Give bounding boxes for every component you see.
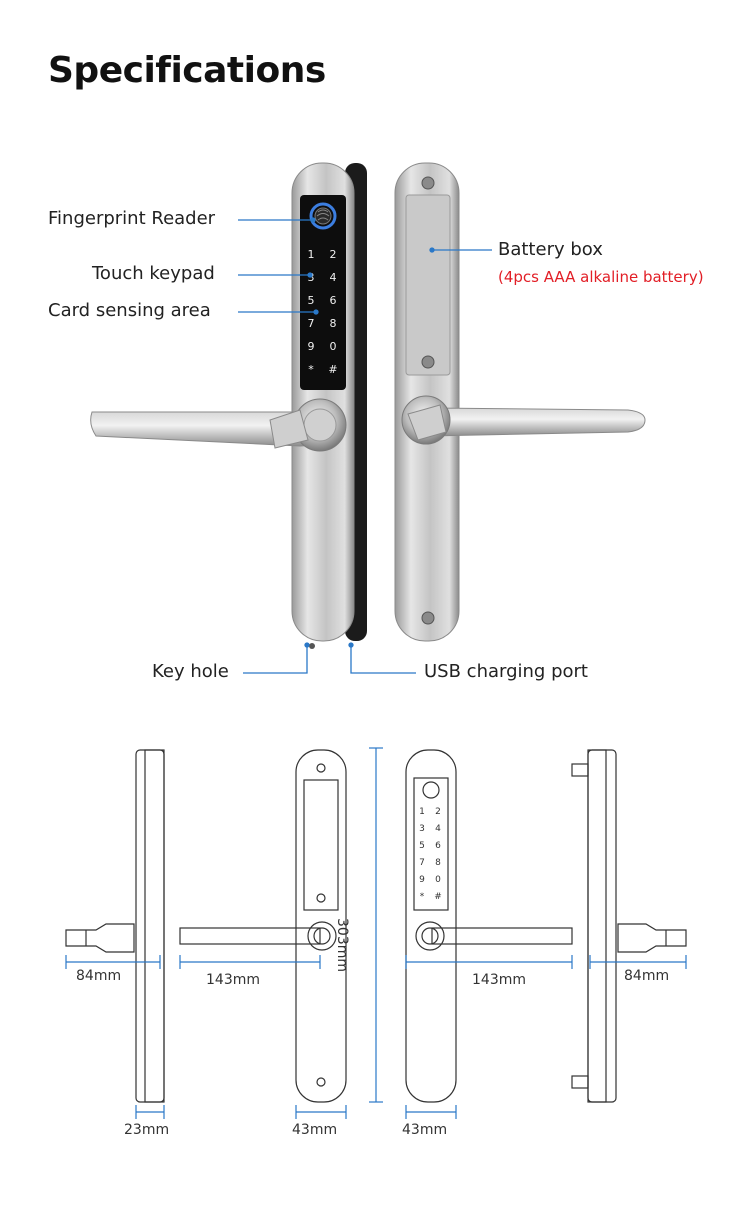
battery-box-label: Battery box <box>498 239 603 260</box>
keypad-key: 5 <box>308 294 315 307</box>
touch-keypad-label: Touch keypad <box>92 263 215 284</box>
handle-right-dimension: 143mm <box>472 972 526 988</box>
keypad-key: # <box>328 363 337 376</box>
keypad-key: 5 <box>419 841 425 851</box>
keypad-key: 9 <box>419 875 425 885</box>
width-front-dimension: 43mm <box>402 1122 448 1138</box>
keypad-key: 8 <box>435 858 441 868</box>
handle-left-dimension: 143mm <box>206 972 260 988</box>
keypad-key: 1 <box>308 248 315 261</box>
card-sensing-label: Card sensing area <box>48 300 211 321</box>
keypad-key: 7 <box>419 858 425 868</box>
keypad-key: 4 <box>330 271 337 284</box>
keypad-key: 2 <box>330 248 337 261</box>
keypad-key: * <box>420 892 425 902</box>
front-keypad-keys: 1 2 3 4 5 6 7 8 9 0 * # <box>308 248 338 376</box>
page-title: Specifications <box>48 50 326 91</box>
usb-port-label: USB charging port <box>424 661 588 682</box>
width-back-dimension: 43mm <box>292 1122 338 1138</box>
key-hole-label: Key hole <box>152 661 229 682</box>
battery-note: (4pcs AAA alkaline battery) <box>498 268 704 286</box>
back-lock-photo <box>394 162 646 642</box>
keypad-key: 2 <box>435 807 441 817</box>
keypad-key: 1 <box>419 807 425 817</box>
keypad-key: 8 <box>330 317 337 330</box>
keypad-key: 3 <box>419 824 425 834</box>
keypad-key: 3 <box>308 271 315 284</box>
keypad-key: 6 <box>435 841 441 851</box>
dimension-lines <box>65 747 687 1119</box>
depth-left-dimension: 84mm <box>76 968 122 984</box>
thickness-dimension: 23mm <box>124 1122 170 1138</box>
front-lock-photo: 1 2 3 4 5 6 7 8 9 0 * # <box>90 162 367 649</box>
keypad-key: 7 <box>308 317 315 330</box>
fingerprint-reader-label: Fingerprint Reader <box>48 208 216 229</box>
keypad-key: * <box>308 363 314 376</box>
keypad-key: # <box>434 892 442 902</box>
keypad-key: 9 <box>308 340 315 353</box>
keypad-key: 0 <box>435 875 441 885</box>
keypad-key: 0 <box>330 340 337 353</box>
keypad-key: 6 <box>330 294 337 307</box>
technical-drawings <box>65 749 687 1103</box>
height-dimension: 303mm <box>334 918 350 972</box>
depth-right-dimension: 84mm <box>624 968 670 984</box>
keypad-key: 4 <box>435 824 441 834</box>
callout-leaders <box>238 217 492 674</box>
